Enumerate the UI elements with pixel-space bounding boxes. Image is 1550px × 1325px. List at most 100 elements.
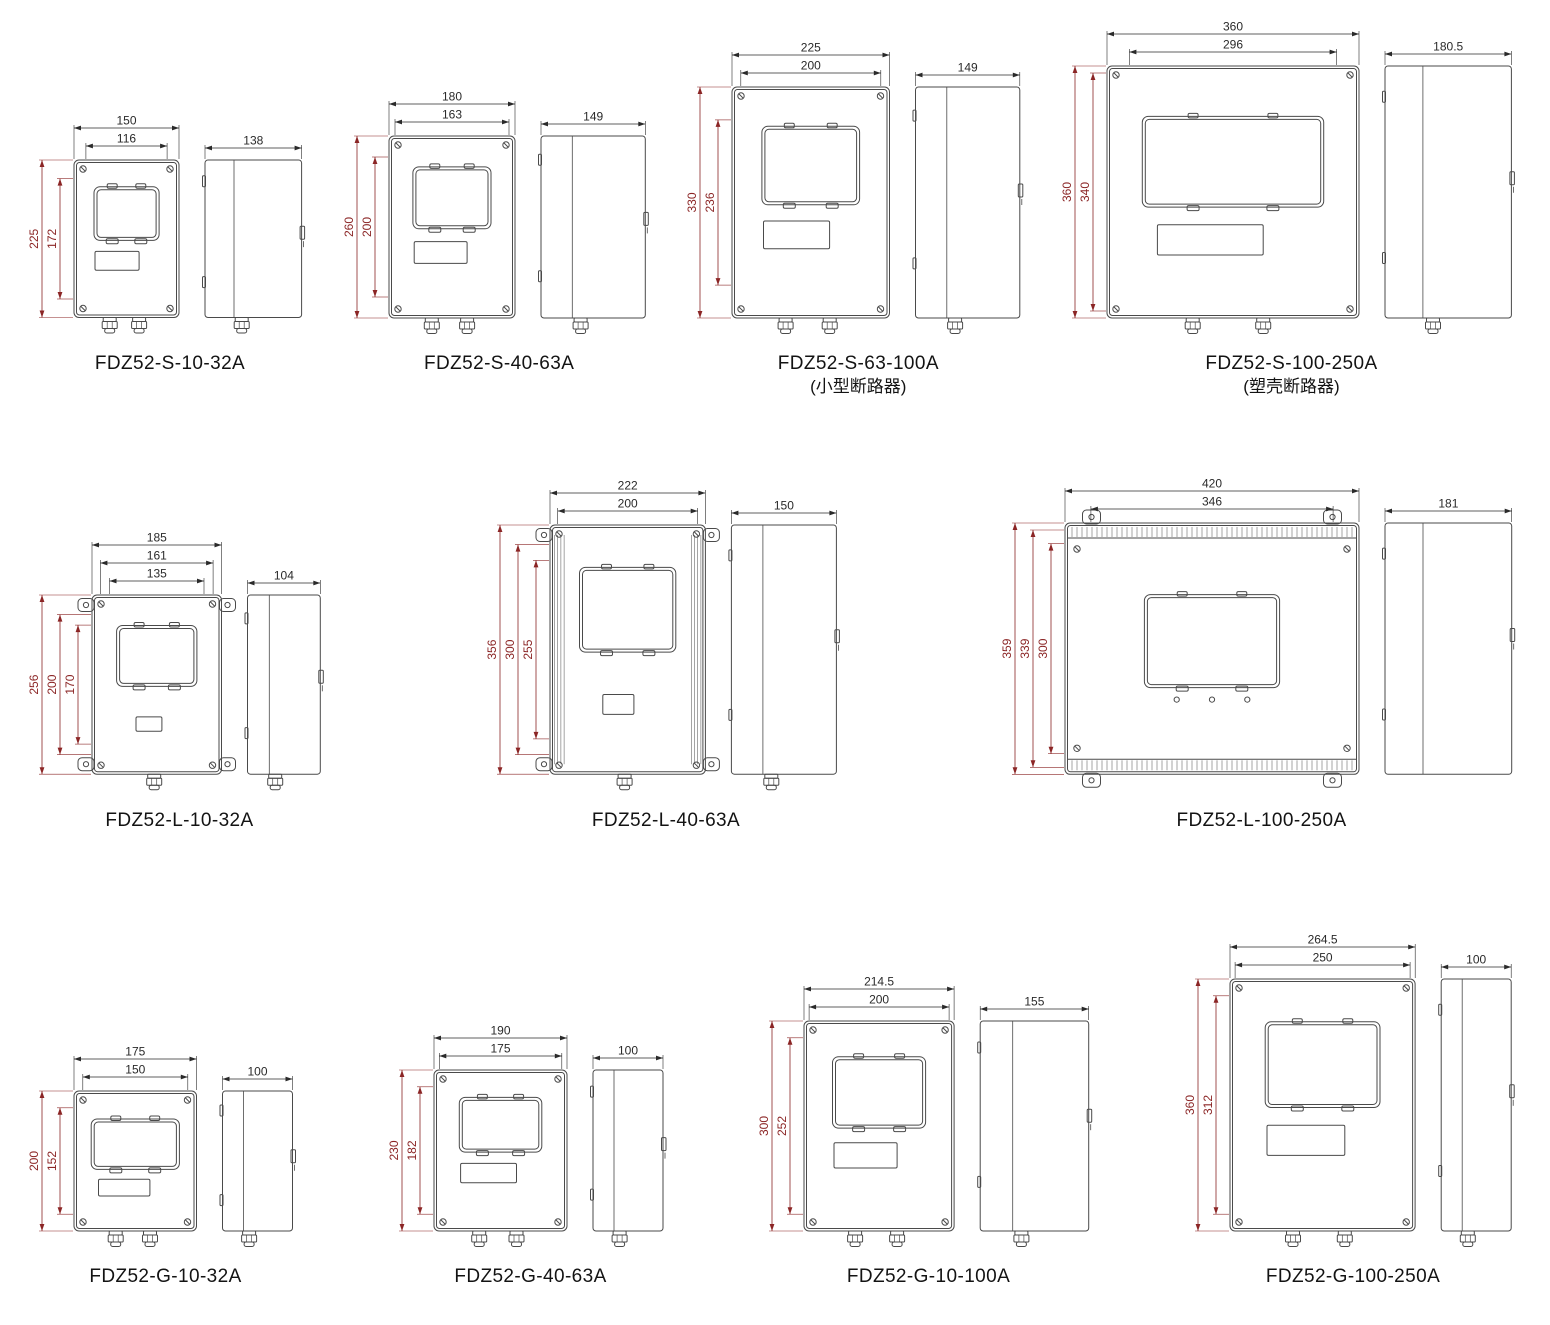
svg-text:150: 150	[125, 1063, 145, 1077]
dimension-horizontal: 163	[394, 108, 509, 135]
figure-fdz52-l-100-250a: 420 346 359 339 300 181 FDZ52-L-100-250A	[995, 475, 1528, 855]
dimension-vertical: 260	[342, 135, 388, 319]
svg-text:359: 359	[1000, 638, 1014, 658]
svg-text:236: 236	[703, 192, 717, 212]
dimension-vertical: 255	[521, 559, 549, 739]
svg-text:346: 346	[1202, 494, 1222, 508]
side-view	[1382, 522, 1516, 775]
dimension-vertical: 225	[27, 159, 73, 318]
dimension-vertical: 236	[703, 119, 732, 286]
front-view	[73, 1090, 197, 1247]
front-view	[731, 86, 891, 334]
svg-text:225: 225	[801, 41, 821, 55]
svg-text:250: 250	[1313, 951, 1333, 965]
figure-caption: FDZ52-G-10-32A	[89, 1266, 242, 1287]
svg-text:256: 256	[27, 674, 41, 694]
dimension-vertical: 300	[757, 1020, 803, 1232]
figure-caption: FDZ52-S-40-63A	[424, 353, 575, 374]
svg-text:161: 161	[147, 548, 167, 562]
dimension-horizontal: 155	[979, 995, 1090, 1020]
svg-text:150: 150	[116, 114, 136, 128]
dimension-vertical: 152	[45, 1107, 73, 1215]
dimension-vertical: 252	[775, 1037, 803, 1215]
svg-text:296: 296	[1223, 38, 1243, 52]
svg-text:100: 100	[1466, 953, 1486, 967]
figure-caption: FDZ52-L-100-250A	[1176, 809, 1347, 831]
svg-text:175: 175	[490, 1042, 510, 1056]
front-view	[1106, 65, 1360, 334]
dimension-vertical: 256	[27, 594, 91, 774]
svg-text:420: 420	[1202, 476, 1222, 490]
svg-text:200: 200	[801, 59, 821, 73]
dimension-vertical: 200	[27, 1090, 73, 1232]
svg-text:104: 104	[274, 568, 294, 582]
svg-text:190: 190	[490, 1024, 510, 1038]
dimension-vertical: 359	[1000, 522, 1064, 775]
svg-text:260: 260	[342, 217, 356, 237]
dimension-horizontal: 200	[740, 59, 882, 86]
dimension-vertical: 182	[405, 1086, 433, 1215]
svg-text:225: 225	[27, 228, 41, 248]
front-view	[388, 135, 516, 334]
dimension-vertical: 340	[1078, 72, 1106, 312]
dimension-vertical: 230	[387, 1069, 433, 1232]
dimension-horizontal: 214.5	[803, 975, 955, 1020]
svg-text:200: 200	[45, 674, 59, 694]
svg-text:264.5: 264.5	[1308, 933, 1338, 947]
svg-text:200: 200	[27, 1151, 41, 1171]
figure-caption: FDZ52-S-63-100A	[777, 353, 939, 374]
dimension-horizontal: 149	[540, 110, 646, 135]
figure-caption: FDZ52-L-40-63A	[591, 809, 741, 831]
svg-text:200: 200	[869, 993, 889, 1007]
figure-fdz52-s-10-32a: 150 116 225 172 138 FDZ52-S-10-32A	[22, 112, 318, 398]
dimension-horizontal: 116	[85, 132, 168, 159]
dimension-horizontal: 296	[1129, 38, 1337, 65]
svg-text:135: 135	[147, 566, 167, 580]
dimension-vertical: 330	[685, 86, 732, 319]
svg-text:339: 339	[1018, 638, 1032, 658]
svg-text:163: 163	[442, 108, 462, 122]
side-view	[219, 1090, 296, 1247]
svg-text:300: 300	[1036, 638, 1050, 658]
dimension-horizontal: 250	[1234, 951, 1411, 978]
dimension-vertical: 200	[45, 613, 91, 755]
figure-caption: FDZ52-G-100-250A	[1265, 1266, 1441, 1287]
svg-text:149: 149	[583, 110, 603, 124]
dimension-horizontal: 138	[204, 134, 302, 159]
figure-caption: FDZ52-S-10-32A	[94, 353, 246, 374]
dimension-horizontal: 360	[1106, 20, 1360, 65]
svg-text:172: 172	[45, 228, 59, 248]
svg-text:340: 340	[1078, 182, 1092, 202]
svg-text:150: 150	[773, 498, 793, 512]
dimension-horizontal: 100	[1440, 953, 1512, 978]
svg-text:100: 100	[618, 1044, 638, 1058]
front-view	[77, 594, 236, 790]
technical-drawing-fdz52-l-100-250a: 420 346 359 339 300 181	[995, 475, 1528, 805]
dimension-horizontal: 100	[592, 1044, 664, 1069]
dimension-horizontal: 150	[73, 114, 180, 159]
dimension-horizontal: 181	[1384, 496, 1513, 522]
front-view	[1229, 978, 1416, 1247]
side-view	[912, 86, 1024, 334]
front-view	[1064, 509, 1360, 788]
side-view	[244, 594, 324, 790]
dimension-vertical: 360	[1183, 978, 1229, 1232]
dimension-vertical: 170	[63, 624, 91, 744]
svg-text:152: 152	[45, 1151, 59, 1171]
svg-text:155: 155	[1024, 995, 1044, 1009]
svg-text:312: 312	[1201, 1095, 1215, 1115]
